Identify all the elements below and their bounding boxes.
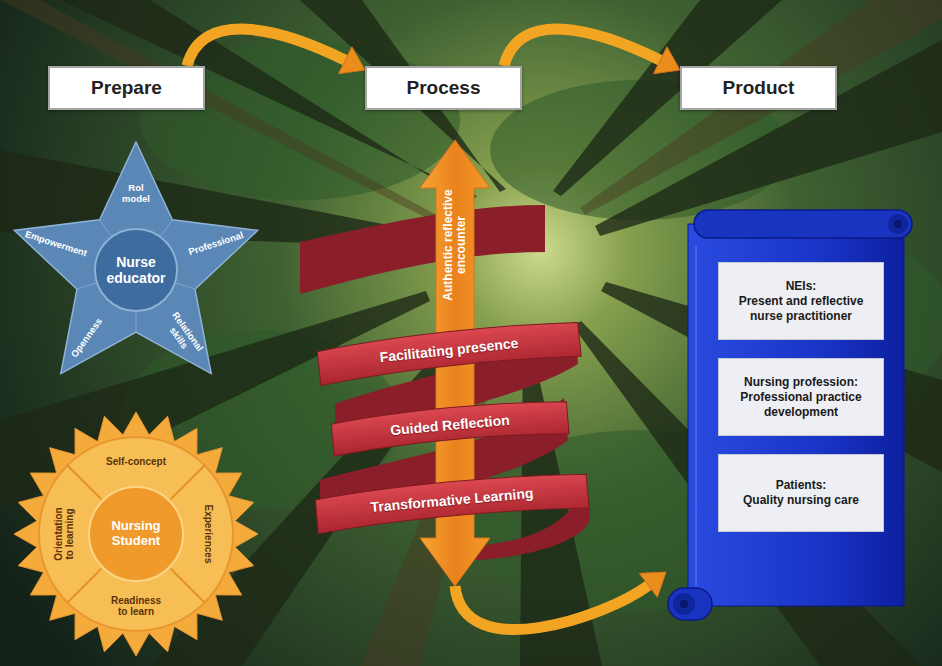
stage-box: Product [680,66,837,110]
sun-rays [14,412,258,656]
center-circle: Nurse educator [94,228,178,312]
ring-divider [67,465,101,499]
ring-divider [171,465,205,499]
ring-divider [67,569,101,603]
scroll-highlight [695,246,697,586]
student-sun: Self-conceptExperiencesReadiness to lear… [12,410,260,658]
sun-ring [39,437,233,631]
tree-trunk [580,0,942,215]
scroll-curl [680,600,688,608]
scroll-roll [668,588,712,620]
tree-trunk [595,40,942,236]
shape-label: Rol model [114,183,158,204]
ribbon-shape [317,318,582,385]
box-heading: Nursing profession: [744,375,858,390]
box-label: Nursing Student [96,519,176,549]
scroll-curl [888,214,908,234]
scroll-panel: NEIs:Present and reflective nurse practi… [666,206,916,622]
star-shape [14,142,257,374]
scroll-curl [894,220,902,228]
shape-label: Readiness to learn [106,595,166,617]
stage-box: Prepare [48,66,205,110]
arrow-shaft [455,585,648,629]
outcome-box: Patients:Quality nursing care [718,454,884,532]
box-label: Nurse educator [99,254,173,286]
ribbon-shape [315,470,589,534]
outcome-box: Nursing profession:Professional practice… [718,358,884,436]
shape-label: Orientation to learning [53,502,75,566]
center-circle: Nursing Student [88,486,184,582]
flow-arrow [504,29,680,74]
shape-label: Experiences [202,505,213,564]
tree-trunk [573,321,922,666]
flow-arrow [187,29,365,74]
box-label: Quality nursing care [743,493,859,508]
arrow-head [654,47,680,74]
educator-star: Rol modelProfessionalRelational skillsOp… [5,141,267,391]
box-heading: NEIs: [786,279,817,294]
scroll-roll [694,210,912,238]
box-label: Process [407,77,481,99]
box-label: Product [723,77,795,99]
scroll-curl [673,593,695,615]
shape-label: Self-concept [106,456,166,467]
scroll-body [688,224,904,606]
tree-trunk [0,0,455,230]
ring-divider [171,569,205,603]
arrow-head [639,572,666,597]
box-label: Present and reflective nurse practitione… [727,294,875,324]
arrow-shaft [504,29,660,66]
arrow-shaft [187,29,345,66]
ribbon-shape [331,398,569,457]
shape-label: Authentic reflective encounter [442,180,469,310]
ribbon-segment [300,205,545,294]
flow-arrow [455,572,666,629]
arrow-head [339,47,365,74]
outcome-box: NEIs:Present and reflective nurse practi… [718,262,884,340]
box-label: Professional practice development [727,390,875,420]
box-label: Prepare [91,77,162,99]
stage-box: Process [365,66,522,110]
box-heading: Patients: [776,478,827,493]
